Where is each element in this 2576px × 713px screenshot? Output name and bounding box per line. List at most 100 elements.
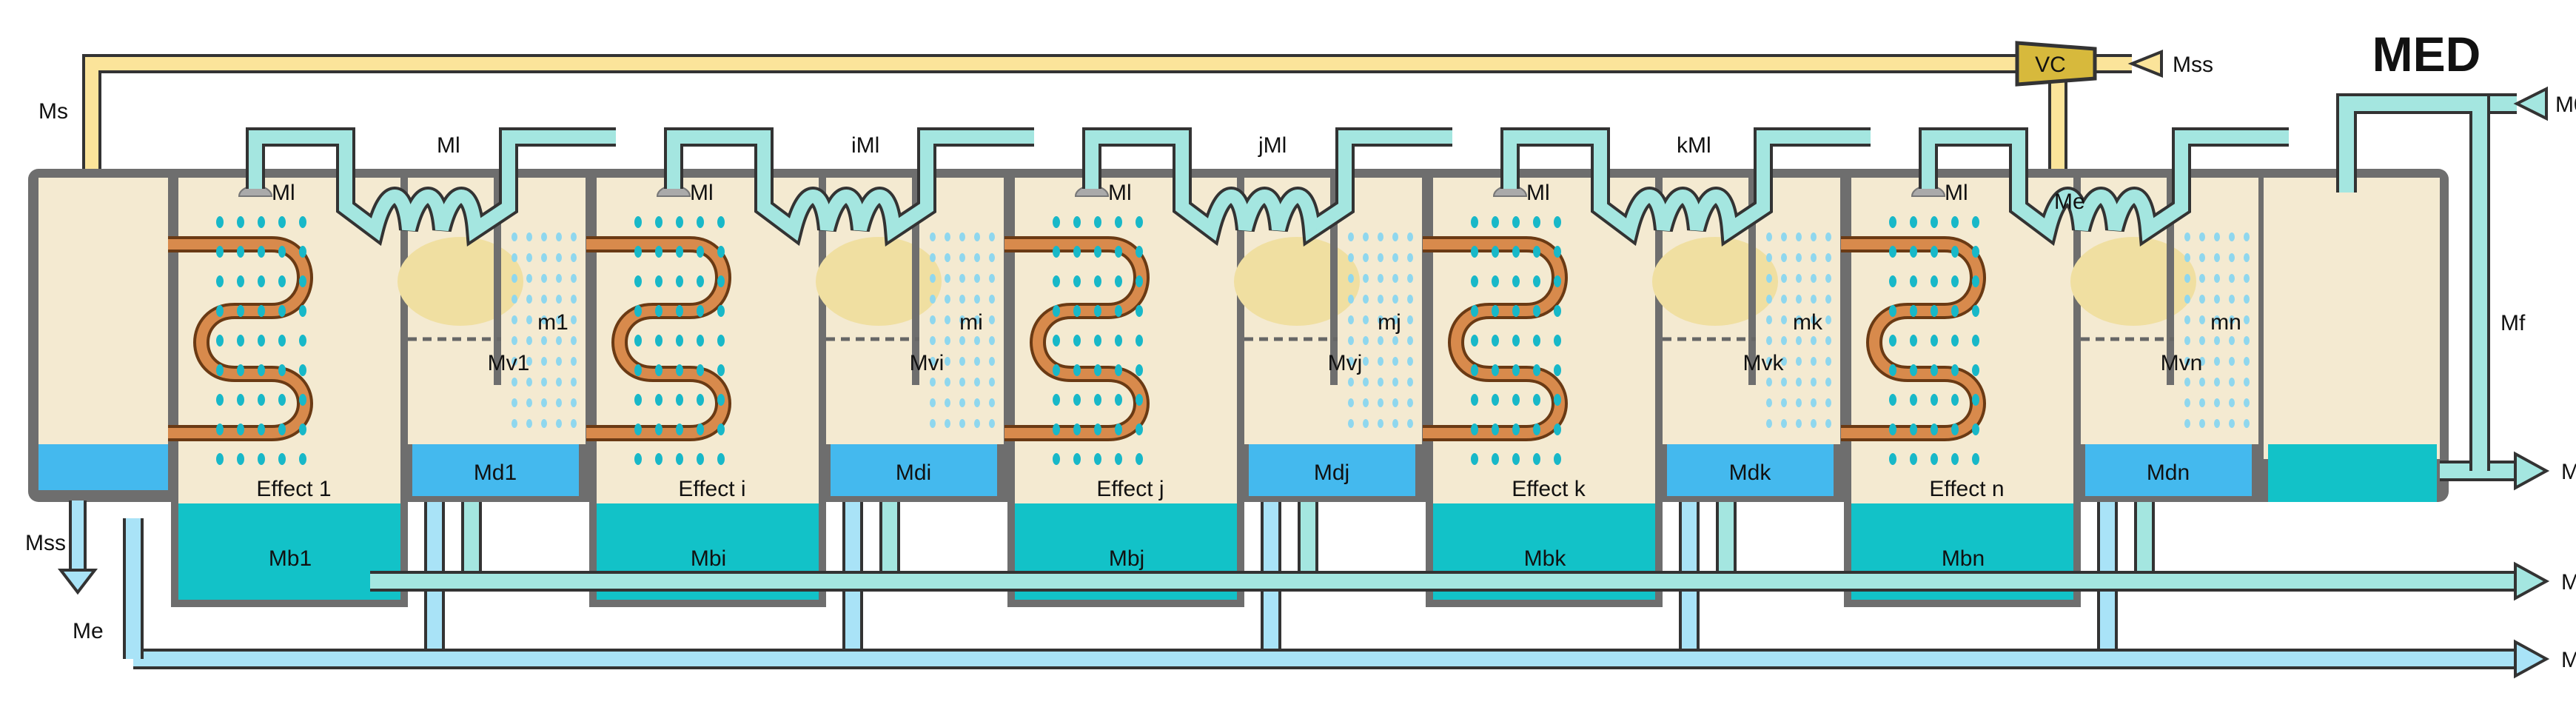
condensate-droplet [1796, 398, 1802, 407]
droplet [1094, 305, 1101, 317]
droplet [299, 335, 306, 347]
tube-bundle [586, 239, 728, 438]
demister-baffle [1330, 178, 1338, 385]
feed-pipe [246, 127, 2289, 247]
condensate-droplet [989, 232, 995, 241]
droplet [1073, 453, 1081, 465]
condensate-droplet [2184, 357, 2190, 366]
effect-name-1: Effect 1 [256, 477, 331, 501]
condensate-droplet [945, 315, 950, 324]
droplet [717, 216, 725, 228]
condensate-droplet [2229, 295, 2235, 304]
droplet [258, 453, 265, 465]
droplet [1136, 335, 1143, 347]
flash-label-1: m1 [537, 310, 568, 335]
condensate-droplet [1825, 378, 1831, 386]
droplet [1533, 305, 1540, 317]
droplet [1094, 275, 1101, 287]
droplet [1910, 394, 1917, 406]
condensate-droplet [2199, 253, 2205, 262]
condensate-droplet [1811, 336, 1817, 345]
condensate-droplet [2214, 336, 2220, 345]
spray-label-3: Ml [1108, 181, 1132, 205]
droplet [676, 216, 683, 228]
droplet [1073, 335, 1081, 347]
condensate-droplet [571, 274, 577, 283]
condensate-droplet [2244, 232, 2250, 241]
droplet [1910, 275, 1917, 287]
condensate-droplet [2229, 315, 2235, 324]
condensate-droplet [974, 398, 980, 407]
condensate-droplet [2214, 232, 2220, 241]
condensate-droplet [974, 357, 980, 366]
droplet [1910, 335, 1917, 347]
condensate-droplet [1407, 419, 1413, 428]
condensate-droplet [1766, 419, 1772, 428]
condensate-droplet [2244, 419, 2250, 428]
condensate-droplet [989, 378, 995, 386]
droplet [676, 305, 683, 317]
condensate-droplet [2244, 378, 2250, 386]
steam-condensate-pool [38, 444, 168, 490]
droplet [1053, 305, 1060, 317]
droplet [1471, 424, 1478, 435]
droplet [278, 275, 286, 287]
condensate-droplet [1378, 378, 1383, 386]
vapor-label-3: Mvj [1328, 351, 1363, 375]
droplet [1073, 364, 1081, 376]
condensate-droplet [1766, 378, 1772, 386]
droplet [1533, 453, 1540, 465]
condensate-droplet [1407, 398, 1413, 407]
condensate-droplet [1378, 253, 1383, 262]
compressor-label: VC [2035, 53, 2066, 77]
tube-bundle [168, 239, 310, 438]
droplet [634, 305, 642, 317]
condensate-droplet [1378, 357, 1383, 366]
droplet [258, 246, 265, 258]
distillate-pool [1249, 444, 1415, 496]
droplet [1972, 216, 1979, 228]
droplet [216, 335, 224, 347]
condensate-droplet [1363, 378, 1369, 386]
spray-label-1: Ml [272, 181, 295, 205]
droplet [1931, 424, 1938, 435]
condensate-droplet [1825, 232, 1831, 241]
droplet [299, 275, 306, 287]
vapor-cloud [816, 237, 942, 326]
droplet [655, 453, 663, 465]
condensate-droplet [2214, 378, 2220, 386]
label-preheater-2: iMl [851, 133, 879, 158]
label-preheater-1: Ml [437, 133, 460, 158]
effect-name-3: Effect j [1096, 477, 1164, 501]
condensate-droplet [1825, 253, 1831, 262]
droplet [1512, 394, 1520, 406]
distillate-outlet-pipe [123, 518, 2550, 679]
droplet [717, 246, 725, 258]
droplet [1889, 364, 1896, 376]
vapor-label-5: Mvn [2161, 351, 2203, 375]
condensate-droplet [1811, 274, 1817, 283]
spray-label-5: Ml [1945, 181, 1968, 205]
droplet [655, 305, 663, 317]
condensate-droplet [2199, 274, 2205, 283]
droplet [1471, 335, 1478, 347]
condensate-droplet [1348, 398, 1354, 407]
droplet [697, 335, 704, 347]
condensate-droplet [526, 336, 532, 345]
droplet [1492, 424, 1499, 435]
cooling-outlet-pipe [2440, 451, 2550, 491]
condensate-droplet [511, 357, 517, 366]
droplet [258, 275, 265, 287]
condensate-droplet [930, 315, 936, 324]
label-suction-steam: Mss [2173, 53, 2213, 77]
condensate-droplet [1348, 378, 1354, 386]
droplet [676, 335, 683, 347]
droplet [278, 424, 286, 435]
droplet [634, 424, 642, 435]
droplet [1533, 216, 1540, 228]
droplet [634, 394, 642, 406]
vapor-cloud [1652, 237, 1778, 326]
droplet [1554, 246, 1561, 258]
droplet [216, 275, 224, 287]
